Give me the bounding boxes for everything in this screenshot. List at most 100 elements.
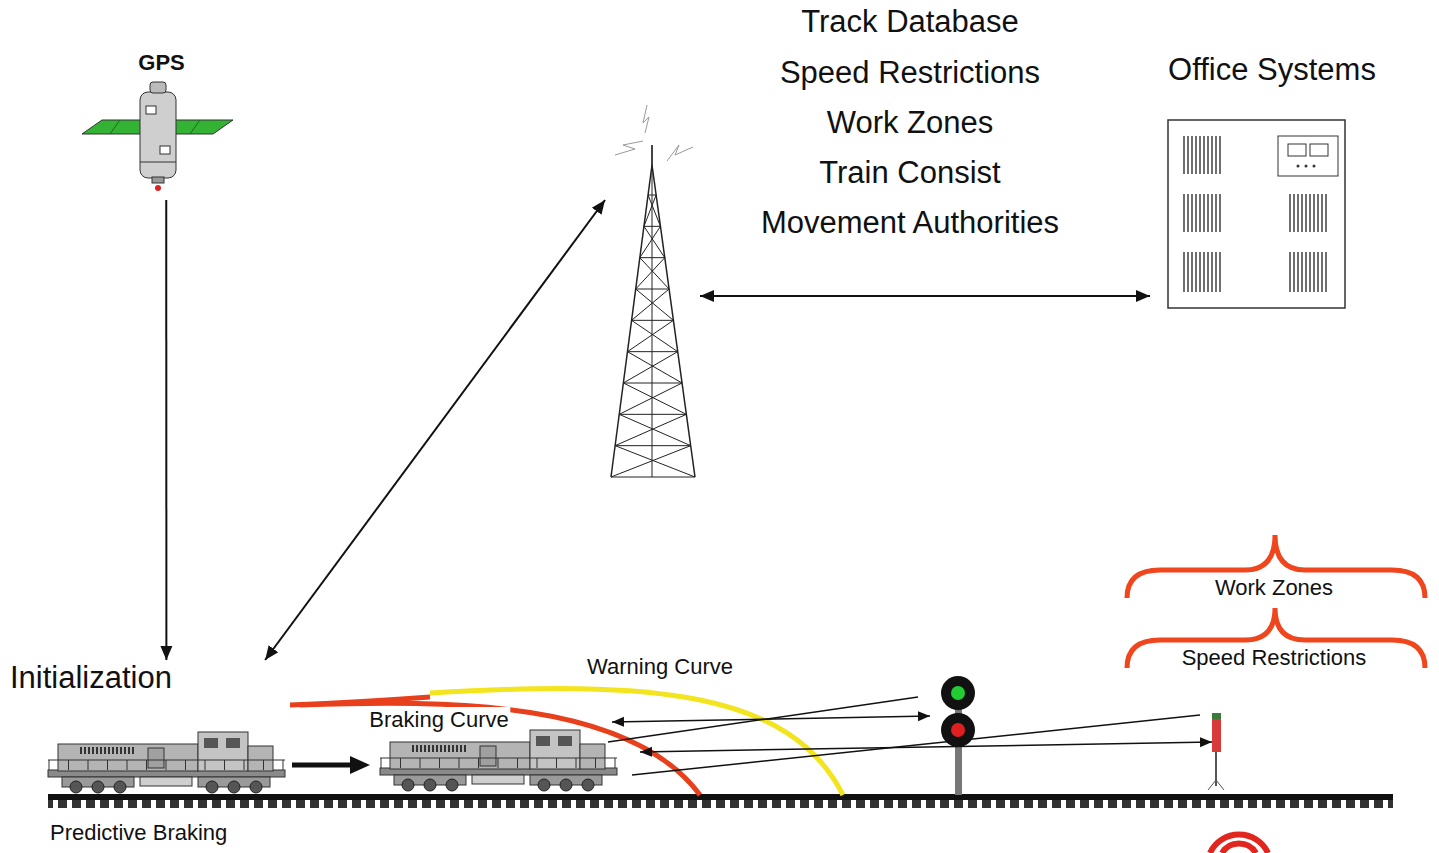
tower-brace <box>623 352 677 383</box>
vent-slot <box>1293 252 1294 292</box>
control-panel <box>1278 136 1338 176</box>
loco-post <box>127 760 128 770</box>
movement-arrow <box>292 763 354 768</box>
vent-slot <box>1293 194 1294 232</box>
node-drawing <box>82 82 233 191</box>
marker-top <box>1212 713 1221 719</box>
vent-slot <box>1215 252 1216 292</box>
connector-arrow <box>700 295 1150 297</box>
signal-head <box>941 676 975 710</box>
loco-vent <box>416 745 418 752</box>
data-item: Train Consist <box>817 155 1002 191</box>
loco-vent <box>456 745 458 752</box>
loco-post <box>517 758 518 768</box>
tower-brace <box>632 320 678 351</box>
signal-green <box>951 686 965 700</box>
loco-vent <box>92 747 94 754</box>
tower-brace <box>644 226 665 257</box>
vent-slot <box>1211 252 1212 292</box>
vent-slot <box>1321 252 1322 292</box>
tower-brace <box>640 226 661 257</box>
loco-post <box>224 760 225 770</box>
vent-slot <box>1191 136 1192 174</box>
loco-post <box>263 760 264 770</box>
loco-vent <box>84 747 86 754</box>
vent-slot <box>1313 194 1314 232</box>
loco-post <box>400 758 401 768</box>
loco-window <box>226 738 240 748</box>
loco-window <box>536 736 550 746</box>
vent-slot <box>1309 252 1310 292</box>
vent-slot <box>1199 136 1200 174</box>
tower-rung <box>623 383 682 384</box>
loco-post <box>498 758 499 768</box>
loco-post <box>381 758 382 768</box>
vent-slot <box>1301 252 1302 292</box>
loco-wheel <box>70 781 82 793</box>
loco-vent <box>424 745 426 752</box>
vent-slot <box>1219 194 1220 232</box>
rail <box>48 794 1393 800</box>
vent-slot <box>1219 252 1220 292</box>
tower-rung <box>644 226 661 227</box>
vent-slot <box>1183 194 1184 232</box>
loco-wheel <box>228 781 240 793</box>
data-item: Work Zones <box>825 105 996 141</box>
logo-arc <box>1222 844 1256 853</box>
vent-slot <box>1191 194 1192 232</box>
loco-post <box>244 760 245 770</box>
node-drawing <box>611 105 695 477</box>
loco-vent <box>100 747 102 754</box>
satellite-body <box>140 92 176 178</box>
panel-line <box>190 120 200 134</box>
satellite-detail <box>146 106 156 114</box>
loco-vent <box>88 747 90 754</box>
vent-slot <box>1199 194 1200 232</box>
loco-post <box>88 760 89 770</box>
curve-label: Warning Curve <box>585 654 735 679</box>
loco-cab <box>198 732 248 771</box>
loco-wheel <box>206 781 218 793</box>
loco-post <box>595 758 596 768</box>
loco-vent <box>440 745 442 752</box>
vent-slot <box>1187 194 1188 232</box>
loco-vent <box>96 747 98 754</box>
loco-wheel <box>538 779 550 791</box>
loco-vent <box>464 745 466 752</box>
panel-line <box>110 120 120 134</box>
node-drawing <box>1168 120 1345 308</box>
vent-slot <box>1321 194 1322 232</box>
loco-wheel <box>250 781 262 793</box>
logo-arc <box>1210 835 1268 853</box>
rail-ties <box>48 800 1393 809</box>
loco-vent <box>452 745 454 752</box>
locomotive <box>380 730 617 791</box>
node-drawing <box>48 732 285 793</box>
panel-dot <box>1305 165 1308 168</box>
loco-wheel <box>402 779 414 791</box>
vent-slot <box>1309 194 1310 232</box>
vent-slot <box>1183 252 1184 292</box>
antenna <box>651 145 653 165</box>
panel-display <box>1288 144 1306 156</box>
loco-post <box>576 758 577 768</box>
tower-brace <box>627 320 673 351</box>
loco-hood <box>390 742 530 769</box>
signal-red <box>951 723 965 737</box>
tower-brace <box>615 446 695 477</box>
tower-rung <box>611 477 695 478</box>
loco-vent <box>420 745 422 752</box>
vent-slot <box>1325 194 1326 232</box>
loco-post <box>439 758 440 768</box>
tower-rung <box>615 445 691 446</box>
loco-vent <box>460 745 462 752</box>
connector-arrow <box>265 200 605 660</box>
tower-rung <box>619 414 686 415</box>
loco-post <box>146 760 147 770</box>
marker-sign <box>1212 718 1221 752</box>
loco-post <box>185 760 186 770</box>
loco-window <box>558 736 572 746</box>
vent-slot <box>1195 136 1196 174</box>
tower-rung <box>640 257 665 258</box>
